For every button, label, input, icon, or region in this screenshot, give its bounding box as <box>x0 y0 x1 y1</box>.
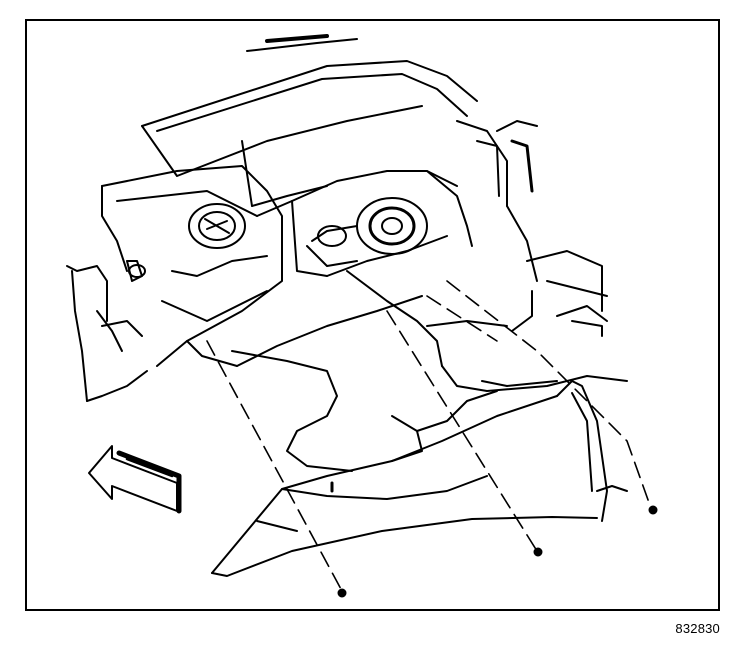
diagram-frame <box>25 19 720 611</box>
fastener-bottom-center <box>533 547 543 557</box>
forward-arrow-icon <box>88 445 182 514</box>
left-air-vent <box>188 203 246 249</box>
guide-lines <box>206 280 653 592</box>
fastener-bottom-left <box>337 588 347 598</box>
left-side-panel <box>66 260 148 402</box>
figure-number: 832830 <box>675 621 720 636</box>
upper-dash-outline <box>141 34 478 207</box>
instrument-panel-illustration <box>66 34 658 598</box>
steering-column <box>306 197 428 267</box>
fasteners <box>337 505 658 598</box>
fastener-right <box>648 505 658 515</box>
right-bracket <box>511 250 608 337</box>
dashboard-body <box>101 165 458 367</box>
right-dash-structure <box>426 120 538 282</box>
harness-routing <box>231 270 628 472</box>
lower-trim-panel <box>211 380 628 577</box>
